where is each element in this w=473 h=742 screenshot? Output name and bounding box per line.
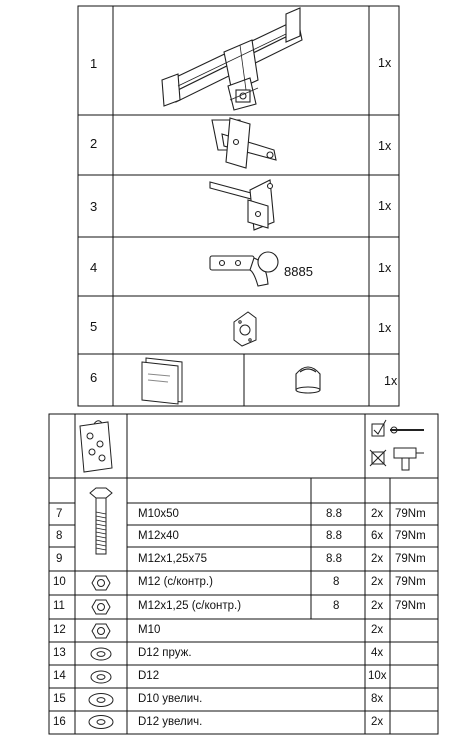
row-7-desc: M10x50 <box>138 508 179 520</box>
row-9-torque: 79Nm <box>395 553 426 565</box>
row-12-desc: M10 <box>138 624 161 636</box>
row-11-number: 11 <box>53 600 65 612</box>
part-6-number: 6 <box>90 370 98 385</box>
part-5-number: 5 <box>90 319 98 334</box>
row-8-number: 8 <box>56 530 63 542</box>
row-10-qty: 2x <box>371 576 384 588</box>
part-1-number: 1 <box>90 56 98 71</box>
row-16-desc: D12 увелич. <box>138 716 203 728</box>
part-2-number: 2 <box>90 136 98 151</box>
row-10-number: 10 <box>53 576 66 588</box>
part-3-number: 3 <box>90 199 98 214</box>
part-5-qty: 1x <box>378 321 392 335</box>
row-13-number: 13 <box>53 647 66 659</box>
row-7-grade: 8.8 <box>326 508 342 520</box>
row-12-qty: 2x <box>371 624 384 636</box>
row-11-qty: 2x <box>371 600 384 612</box>
part-1-qty: 1x <box>378 56 392 70</box>
row-14-desc: D12 <box>138 670 160 682</box>
row-9-grade: 8.8 <box>326 553 342 565</box>
row-11-desc: M12x1,25 (с/контр.) <box>138 600 242 612</box>
row-16-qty: 2x <box>371 716 384 728</box>
row-7-qty: 2x <box>371 508 384 520</box>
part-4-qty: 1x <box>378 261 392 275</box>
towball-code: 8885 <box>284 264 313 279</box>
row-8-torque: 79Nm <box>395 530 426 542</box>
row-7-torque: 79Nm <box>395 508 426 520</box>
row-8-qty: 6x <box>371 530 384 542</box>
row-10-torque: 79Nm <box>395 576 426 588</box>
row-8-grade: 8.8 <box>326 530 342 542</box>
row-14-number: 14 <box>53 670 66 682</box>
row-11-torque: 79Nm <box>395 600 426 612</box>
part-3-qty: 1x <box>378 199 392 213</box>
row-9-qty: 2x <box>371 553 384 565</box>
row-12-number: 12 <box>53 624 66 636</box>
row-10-desc: M12 (с/контр.) <box>138 576 213 588</box>
row-9-number: 9 <box>56 553 63 565</box>
row-7-number: 7 <box>56 508 63 520</box>
part-2-qty: 1x <box>378 139 392 153</box>
part-6-qty: 1x <box>384 374 398 388</box>
row-16-number: 16 <box>53 716 66 728</box>
row-15-number: 15 <box>53 693 66 705</box>
row-8-desc: M12x40 <box>138 530 179 542</box>
part-4-number: 4 <box>90 260 98 275</box>
row-13-qty: 4x <box>371 647 384 659</box>
row-11-grade: 8 <box>333 600 340 612</box>
row-13-desc: D12 пруж. <box>138 647 192 659</box>
row-9-desc: M12x1,25x75 <box>138 553 208 565</box>
row-15-qty: 8x <box>371 693 384 705</box>
row-15-desc: D10 увелич. <box>138 693 203 705</box>
row-10-grade: 8 <box>333 576 340 588</box>
row-14-qty: 10x <box>368 670 387 682</box>
